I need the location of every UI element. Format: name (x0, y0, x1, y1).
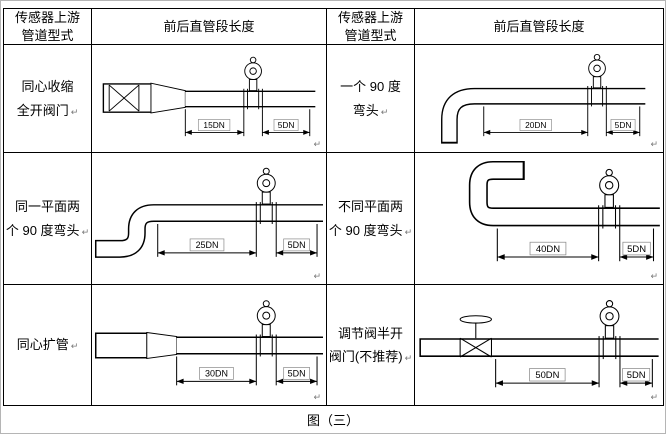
figure-caption: 图（三） (3, 410, 663, 429)
pipe-run (102, 82, 317, 114)
open-valve-icon (108, 84, 140, 112)
flowmeter-sensor-icon (243, 56, 263, 109)
flowmeter-sensor-icon (598, 168, 621, 229)
dimension-upstream: 20DN (483, 106, 589, 136)
dimension-upstream: 40DN (496, 228, 600, 261)
diagram-concentric-expander: 30DN 5DN ↵ (91, 284, 327, 407)
dimension-upstream: 15DN (184, 108, 245, 136)
row1-right-label: 一个 90 度 弯头↵ (326, 44, 415, 154)
svg-text:50DN: 50DN (535, 369, 559, 380)
svg-text:5DN: 5DN (278, 120, 295, 130)
svg-text:15DN: 15DN (203, 120, 224, 130)
label-text: 不同平面两 个 90 度弯头 (328, 199, 403, 238)
dimension-downstream: 5DN (261, 108, 311, 136)
svg-text:5DN: 5DN (288, 368, 306, 378)
row3-left-label: 同心扩管↵ (3, 284, 92, 407)
dimension-downstream: 5DN (619, 358, 653, 387)
return-mark: ↵ (380, 106, 389, 117)
return-mark: ↵ (313, 392, 321, 403)
dimension-downstream: 5DN (605, 106, 641, 136)
diagram-two-elbows-same-plane: 25DN 5DN ↵ (91, 152, 327, 286)
flowmeter-sensor-icon (587, 53, 607, 107)
diagram-single-90-elbow: 20DN 5DN ↵ (414, 44, 664, 154)
flowmeter-sensor-icon (255, 167, 277, 224)
dimension-downstream: 5DN (275, 356, 318, 385)
header-upstream-type-right: 传感器上游 管道型式 (326, 7, 415, 46)
table-row: 同一平面两 个 90 度弯头↵ 25DN (3, 152, 664, 286)
header-upstream-type-left: 传感器上游 管道型式 (3, 7, 92, 46)
dimension-upstream: 25DN (157, 223, 257, 257)
diagram-half-open-regulating-valve: 50DN 5DN ↵ (414, 284, 664, 407)
return-mark: ↵ (313, 271, 321, 282)
expander-diagram-svg: 30DN 5DN (94, 299, 325, 385)
label-text: 同一平面两 个 90 度弯头 (5, 199, 80, 238)
expander-cone (146, 331, 178, 359)
regulating-valve-icon (459, 314, 492, 358)
different-plane-elbows-diagram-svg: 40DN 5DN (468, 160, 662, 261)
return-mark: ↵ (650, 392, 658, 403)
single-elbow-diagram-svg: 20DN 5DN (441, 53, 647, 144)
header-straight-length-right: 前后直管段长度 (414, 7, 664, 46)
reducer-valve-diagram-svg: 15DN 5DN (102, 56, 317, 136)
return-mark: ↵ (404, 353, 413, 364)
label-text: 同心收缩 全开阀门 (16, 79, 74, 118)
diagram-concentric-reducer-valve: 15DN 5DN ↵ (91, 44, 327, 154)
return-mark: ↵ (404, 226, 413, 237)
row3-right-label: 调节阀半开 阀门(不推荐)↵ (326, 284, 415, 407)
svg-text:5DN: 5DN (615, 120, 632, 130)
caption-text: 图（三） (306, 413, 359, 429)
header-straight-length-left: 前后直管段长度 (91, 7, 327, 46)
svg-text:5DN: 5DN (288, 240, 306, 250)
table-row: 同心扩管↵ (3, 284, 664, 407)
same-plane-elbows-diagram-svg: 25DN 5DN (94, 167, 325, 258)
dimension-upstream: 30DN (176, 356, 257, 385)
svg-text:5DN: 5DN (627, 369, 646, 380)
pipe-run (468, 160, 662, 226)
dimension-downstream: 5DN (619, 228, 655, 261)
row2-right-label: 不同平面两 个 90 度弯头↵ (326, 152, 415, 286)
flowmeter-sensor-icon (598, 299, 621, 359)
label-text: 一个 90 度 弯头 (340, 79, 401, 118)
diagram-two-elbows-different-planes: 40DN 5DN ↵ (414, 152, 664, 286)
dimension-upstream: 50DN (495, 358, 600, 387)
table-row: 同心收缩 全开阀门↵ (3, 44, 664, 154)
regulating-valve-diagram-svg: 50DN 5DN (419, 299, 661, 387)
header-text: 传感器上游 管道型式 (14, 10, 80, 43)
flowmeter-sensor-icon (255, 299, 277, 357)
return-mark: ↵ (70, 341, 79, 352)
label-text: 调节阀半开 阀门(不推荐) (328, 325, 403, 365)
return-mark: ↵ (650, 271, 658, 282)
svg-text:5DN: 5DN (627, 244, 646, 255)
straight-pipe-length-table: 传感器上游 管道型式 前后直管段长度 传感器上游 管道型式 前后直管段长度 同心… (3, 7, 664, 407)
header-text: 前后直管段长度 (493, 18, 585, 34)
return-mark: ↵ (81, 226, 90, 237)
label-text: 同心扩管 (16, 337, 69, 353)
dimension-downstream: 5DN (275, 223, 318, 257)
pipe-run (94, 331, 325, 359)
header-row: 传感器上游 管道型式 前后直管段长度 传感器上游 管道型式 前后直管段长度 (3, 7, 664, 46)
return-mark: ↵ (70, 106, 79, 117)
header-text: 传感器上游 管道型式 (337, 10, 403, 43)
return-mark: ↵ (313, 139, 321, 150)
svg-text:25DN: 25DN (196, 240, 219, 250)
reducer-cone (150, 82, 186, 114)
pipe-run (441, 87, 647, 144)
pipe-run (94, 203, 325, 258)
svg-text:40DN: 40DN (536, 244, 560, 255)
header-text: 前后直管段长度 (163, 18, 255, 34)
row1-left-label: 同心收缩 全开阀门↵ (3, 44, 92, 154)
row2-left-label: 同一平面两 个 90 度弯头↵ (3, 152, 92, 286)
svg-text:20DN: 20DN (525, 120, 546, 130)
svg-text:30DN: 30DN (205, 368, 228, 378)
return-mark: ↵ (650, 139, 658, 150)
